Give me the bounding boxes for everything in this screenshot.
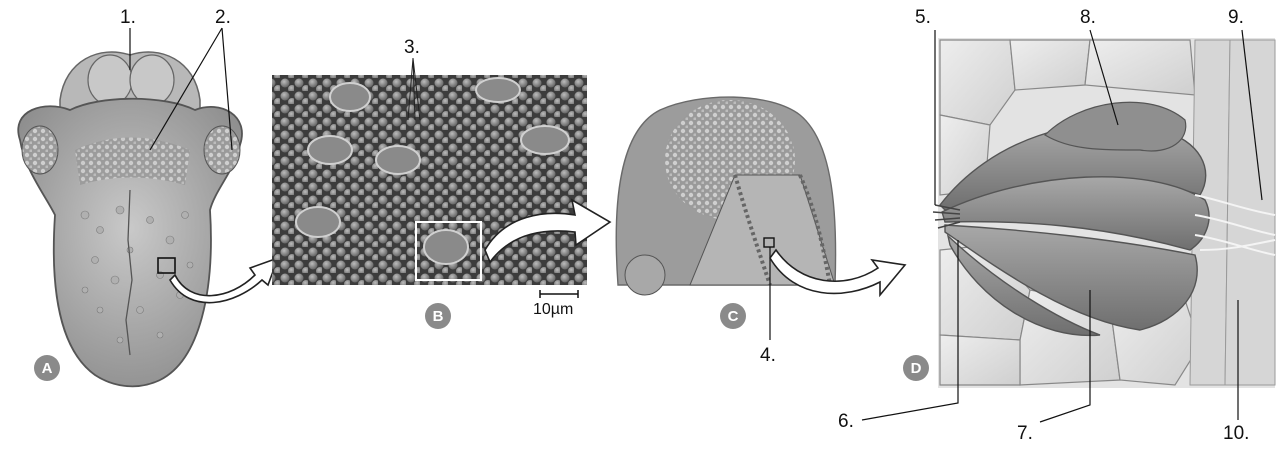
badge-panel-a: A <box>34 355 60 381</box>
tonsil-left <box>22 126 58 174</box>
label-6: 6. <box>838 412 854 431</box>
badge-panel-d: D <box>903 355 929 381</box>
label-9: 9. <box>1228 8 1244 27</box>
epiglottis-right <box>130 55 174 105</box>
label-3: 3. <box>404 38 420 57</box>
panel-a-tongue <box>18 52 242 386</box>
badge-panel-c: C <box>720 303 746 329</box>
tonsil-right <box>204 126 240 174</box>
badge-panel-b: B <box>425 303 451 329</box>
label-5: 5. <box>915 8 931 27</box>
epiglottis-left <box>88 55 132 105</box>
label-10: 10. <box>1223 424 1249 443</box>
label-2: 2. <box>215 8 231 27</box>
label-4: 4. <box>760 346 776 365</box>
neighbour-papilla <box>625 255 665 295</box>
scale-bar-line <box>540 290 578 298</box>
label-7: 7. <box>1017 424 1033 443</box>
label-1: 1. <box>120 8 136 27</box>
label-8: 8. <box>1080 8 1096 27</box>
panel-b-sem-photo <box>272 58 587 298</box>
scale-bar-label: 10µm <box>533 301 573 319</box>
